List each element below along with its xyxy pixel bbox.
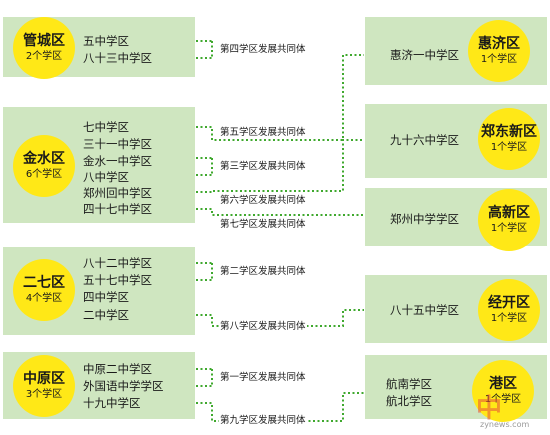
- district-name: 中原区: [23, 371, 65, 387]
- district-circle-jinshui: 金水区 6个学区: [13, 135, 75, 197]
- connector-3: [169, 157, 213, 176]
- district-name: 管城区: [23, 33, 65, 49]
- district-count: 1个学区: [490, 313, 528, 324]
- district-circle-jingkai: 经开区 1个学区: [478, 279, 540, 341]
- district-count: 3个学区: [25, 389, 63, 400]
- district-count: 4个学区: [25, 293, 63, 304]
- school-label: 郑州回中学区: [83, 186, 152, 200]
- district-circle-guancheng: 管城区 2个学区: [13, 17, 75, 79]
- district-name: 惠济区: [478, 36, 520, 52]
- connector-4: [169, 40, 213, 59]
- district-count: 2个学区: [25, 51, 63, 62]
- district-name: 郑东新区: [481, 124, 537, 140]
- connector-1: [169, 368, 213, 387]
- watermark-logo: 中: [476, 394, 503, 424]
- school-label: 航北学区: [386, 394, 432, 408]
- community-label: 第八学区发展共同体: [219, 321, 307, 333]
- school-label: 郑州中学学区: [390, 212, 459, 226]
- school-label: 八十五中学区: [390, 303, 459, 317]
- watermark-site: zynews.com: [480, 420, 530, 429]
- district-circle-zhongyuan: 中原区 3个学区: [13, 355, 75, 417]
- district-circle-gaoxin: 高新区 1个学区: [478, 189, 540, 251]
- school-label: 八中学区: [83, 170, 129, 184]
- district-circle-gangqu: 港区 1个学区: [472, 360, 534, 422]
- district-circle-zhengdong: 郑东新区 1个学区: [478, 108, 540, 170]
- school-label: 中原二中学区: [83, 362, 152, 376]
- school-label: 七中学区: [83, 120, 129, 134]
- school-label: 五十七中学区: [83, 273, 152, 287]
- community-label: 第四学区发展共同体: [219, 44, 307, 56]
- community-label: 第七学区发展共同体: [219, 219, 307, 231]
- district-circle-huiji: 惠济区 1个学区: [468, 20, 530, 82]
- district-count: 6个学区: [25, 169, 63, 180]
- district-name: 二七区: [23, 275, 65, 291]
- school-label: 金水一中学区: [83, 154, 152, 168]
- school-label: 外国语中学学区: [83, 379, 164, 393]
- school-label: 四中学区: [83, 290, 129, 304]
- district-name: 港区: [489, 376, 517, 392]
- district-circle-erqi: 二七区 4个学区: [13, 259, 75, 321]
- connector-7: [169, 208, 364, 216]
- connector-6: [169, 139, 364, 193]
- community-label: 第九学区发展共同体: [219, 415, 307, 427]
- school-label: 五中学区: [83, 34, 129, 48]
- school-label: 航南学区: [386, 377, 432, 391]
- connector-8: [169, 309, 364, 327]
- school-label: 九十六中学区: [390, 133, 459, 147]
- connector-5: [169, 54, 364, 141]
- school-label: 十九中学区: [83, 396, 141, 410]
- community-label: 第二学区发展共同体: [219, 266, 307, 278]
- community-label: 第六学区发展共同体: [219, 195, 307, 207]
- school-label: 惠济一中学区: [390, 48, 459, 62]
- school-label: 四十七中学区: [83, 202, 152, 216]
- school-label: 八十二中学区: [83, 256, 152, 270]
- community-label: 第一学区发展共同体: [219, 372, 307, 384]
- district-count: 1个学区: [490, 223, 528, 234]
- community-label: 第三学区发展共同体: [219, 161, 307, 173]
- district-count: 1个学区: [480, 54, 518, 65]
- school-label: 三十一中学区: [83, 137, 152, 151]
- school-label: 八十三中学区: [83, 51, 152, 65]
- district-count: 1个学区: [490, 142, 528, 153]
- district-name: 金水区: [23, 151, 65, 167]
- connector-2: [169, 262, 213, 281]
- district-count: 1个学区: [484, 394, 522, 405]
- school-label: 二中学区: [83, 308, 129, 322]
- district-name: 经开区: [488, 295, 530, 311]
- community-label: 第五学区发展共同体: [219, 127, 307, 139]
- district-name: 高新区: [488, 205, 530, 221]
